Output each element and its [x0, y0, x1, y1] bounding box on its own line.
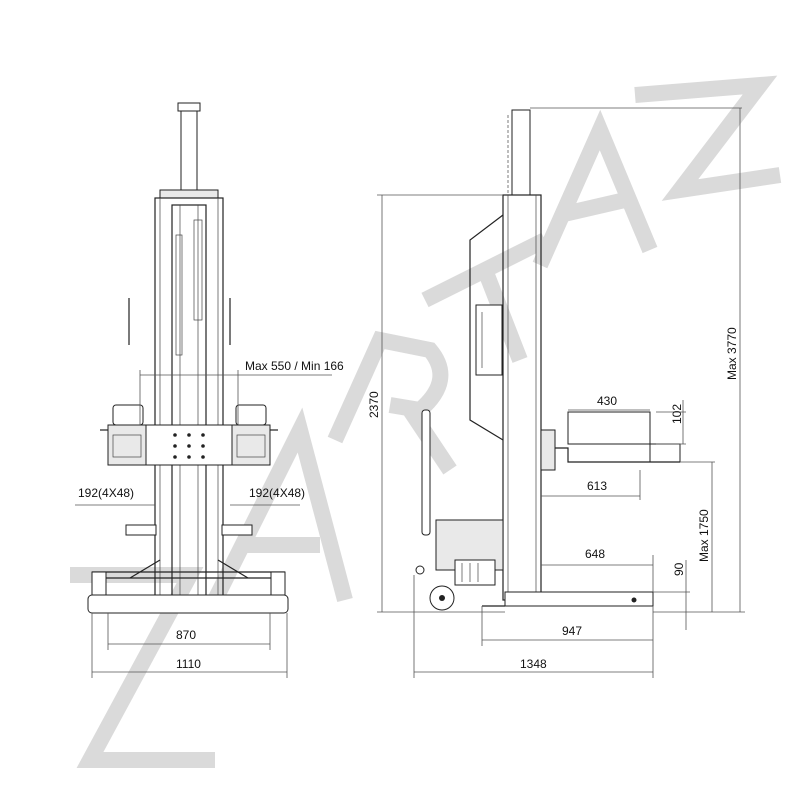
control-box	[475, 304, 503, 376]
dim-overall-width: 1110	[176, 657, 201, 671]
dim-adapter-length: 430	[597, 394, 617, 408]
dim-adapter-reach: 613	[587, 479, 607, 493]
right-handle	[221, 524, 253, 536]
top-plate	[159, 189, 219, 199]
lift-adapter	[540, 411, 681, 471]
base-arm	[504, 591, 654, 607]
dim-max-lift: Max 1750	[697, 509, 711, 562]
left-handle	[125, 524, 157, 536]
dim-max-height: Max 3770	[725, 327, 739, 380]
dim-column-height: 2370	[367, 391, 381, 418]
dim-fork-height: 90	[672, 562, 686, 576]
dim-wheel-track: 870	[176, 628, 196, 642]
dim-fork-length: 648	[585, 547, 605, 561]
side-cylinder	[511, 109, 531, 196]
dim-overall-length: 1348	[520, 657, 547, 671]
dim-base-length: 947	[562, 624, 582, 638]
pump-handle	[421, 409, 431, 536]
outer-column	[154, 197, 224, 599]
inner-column	[171, 204, 207, 601]
dim-left-adapter: 192(4X48)	[78, 486, 134, 500]
right-wheel-adapter	[231, 404, 278, 466]
side-view: 2370 Max 3770 Max 1750 430 102 613 648 9…	[367, 107, 745, 678]
carriage-bolts	[173, 433, 205, 459]
base-frame	[87, 559, 289, 614]
front-view: Max 550 / Min 166 192(4X48) 192(4X48) 87…	[75, 102, 344, 678]
cylinder-rod	[180, 107, 198, 194]
rod-cap	[177, 102, 201, 112]
dim-adapter-height: 102	[670, 404, 684, 424]
dim-right-adapter: 192(4X48)	[249, 486, 305, 500]
dim-top-width: Max 550 / Min 166	[245, 359, 344, 373]
left-wheel-adapter	[100, 404, 147, 466]
